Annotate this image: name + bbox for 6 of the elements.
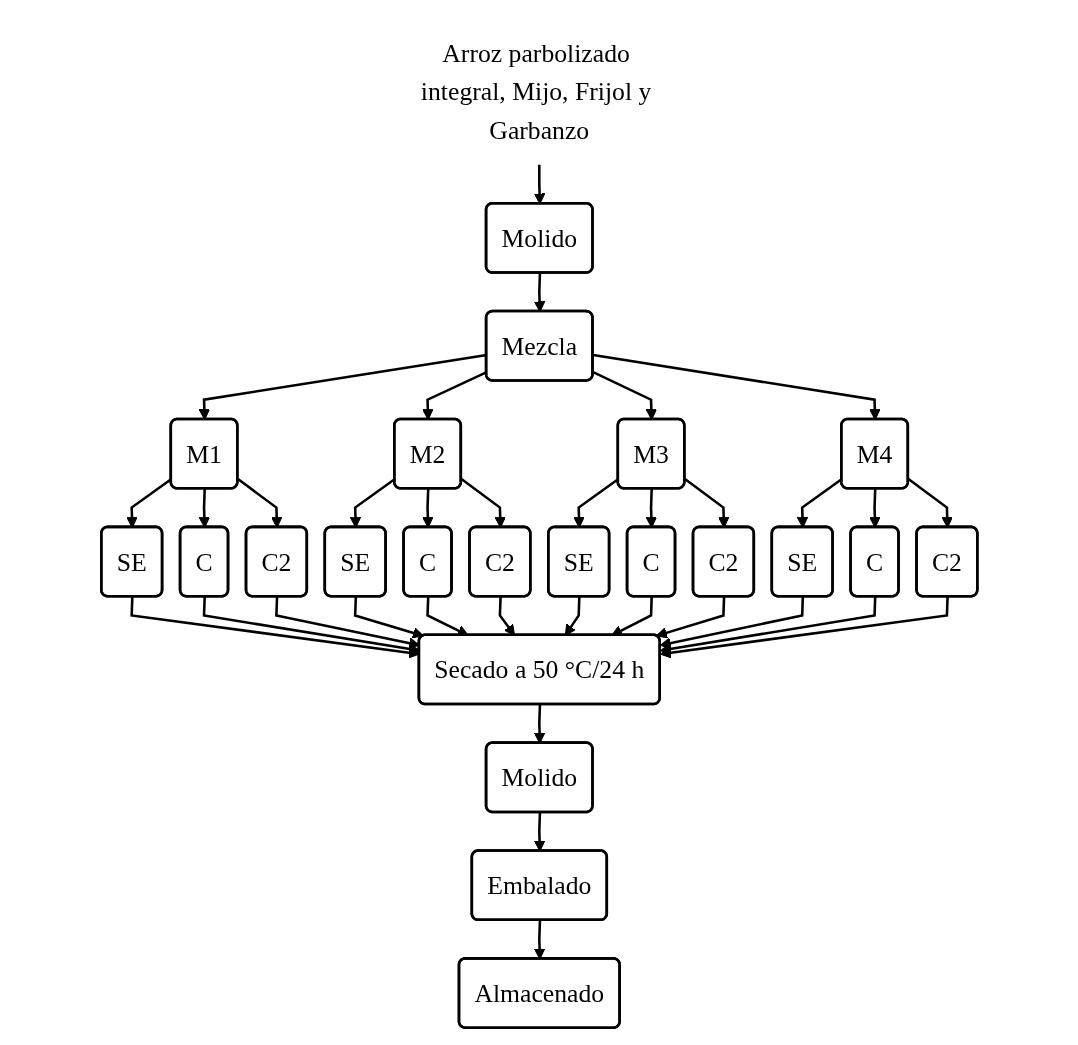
arrow [655, 596, 726, 638]
arrow [659, 596, 949, 658]
arrow [659, 596, 877, 655]
node-text: Arroz parbolizado integral, Mijo, Frijol y Garbanzo [420, 38, 652, 144]
arrow [659, 596, 804, 649]
arrow [353, 596, 424, 638]
